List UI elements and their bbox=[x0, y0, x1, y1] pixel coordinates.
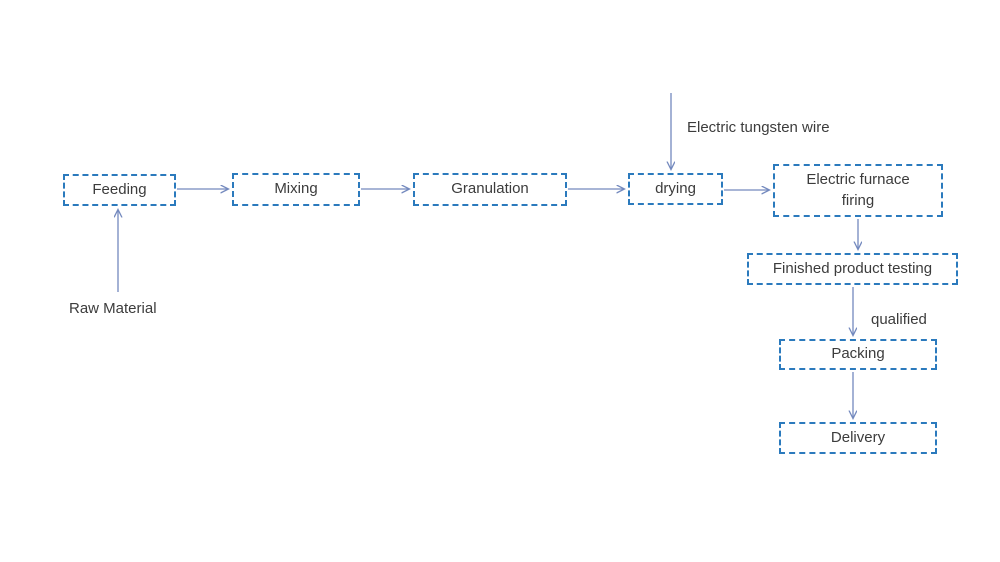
node-granulation-label: Granulation bbox=[451, 180, 529, 198]
node-mixing: Mixing bbox=[232, 173, 360, 206]
annotation-raw-material: Raw Material bbox=[69, 300, 157, 317]
node-delivery-label: Delivery bbox=[830, 428, 886, 446]
node-finished-product-testing-label: Finished product testing bbox=[772, 259, 933, 277]
node-drying-label: drying bbox=[655, 179, 696, 197]
node-finished-product-testing: Finished product testing bbox=[747, 253, 958, 285]
node-packing: Packing bbox=[779, 339, 937, 370]
node-delivery: Delivery bbox=[779, 422, 937, 454]
annotation-electric-tungsten-wire: Electric tungsten wire bbox=[687, 119, 830, 136]
node-feeding-label: Feeding bbox=[92, 180, 147, 198]
node-granulation: Granulation bbox=[413, 173, 567, 206]
node-packing-label: Packing bbox=[831, 345, 885, 363]
node-feeding: Feeding bbox=[63, 174, 176, 206]
node-electric-furnace-firing-label: Electric furnace firing bbox=[806, 171, 910, 209]
node-electric-furnace-firing: Electric furnace firing bbox=[773, 164, 943, 217]
annotation-qualified: qualified bbox=[871, 311, 927, 328]
node-drying: drying bbox=[628, 173, 723, 205]
node-mixing-label: Mixing bbox=[274, 180, 318, 198]
